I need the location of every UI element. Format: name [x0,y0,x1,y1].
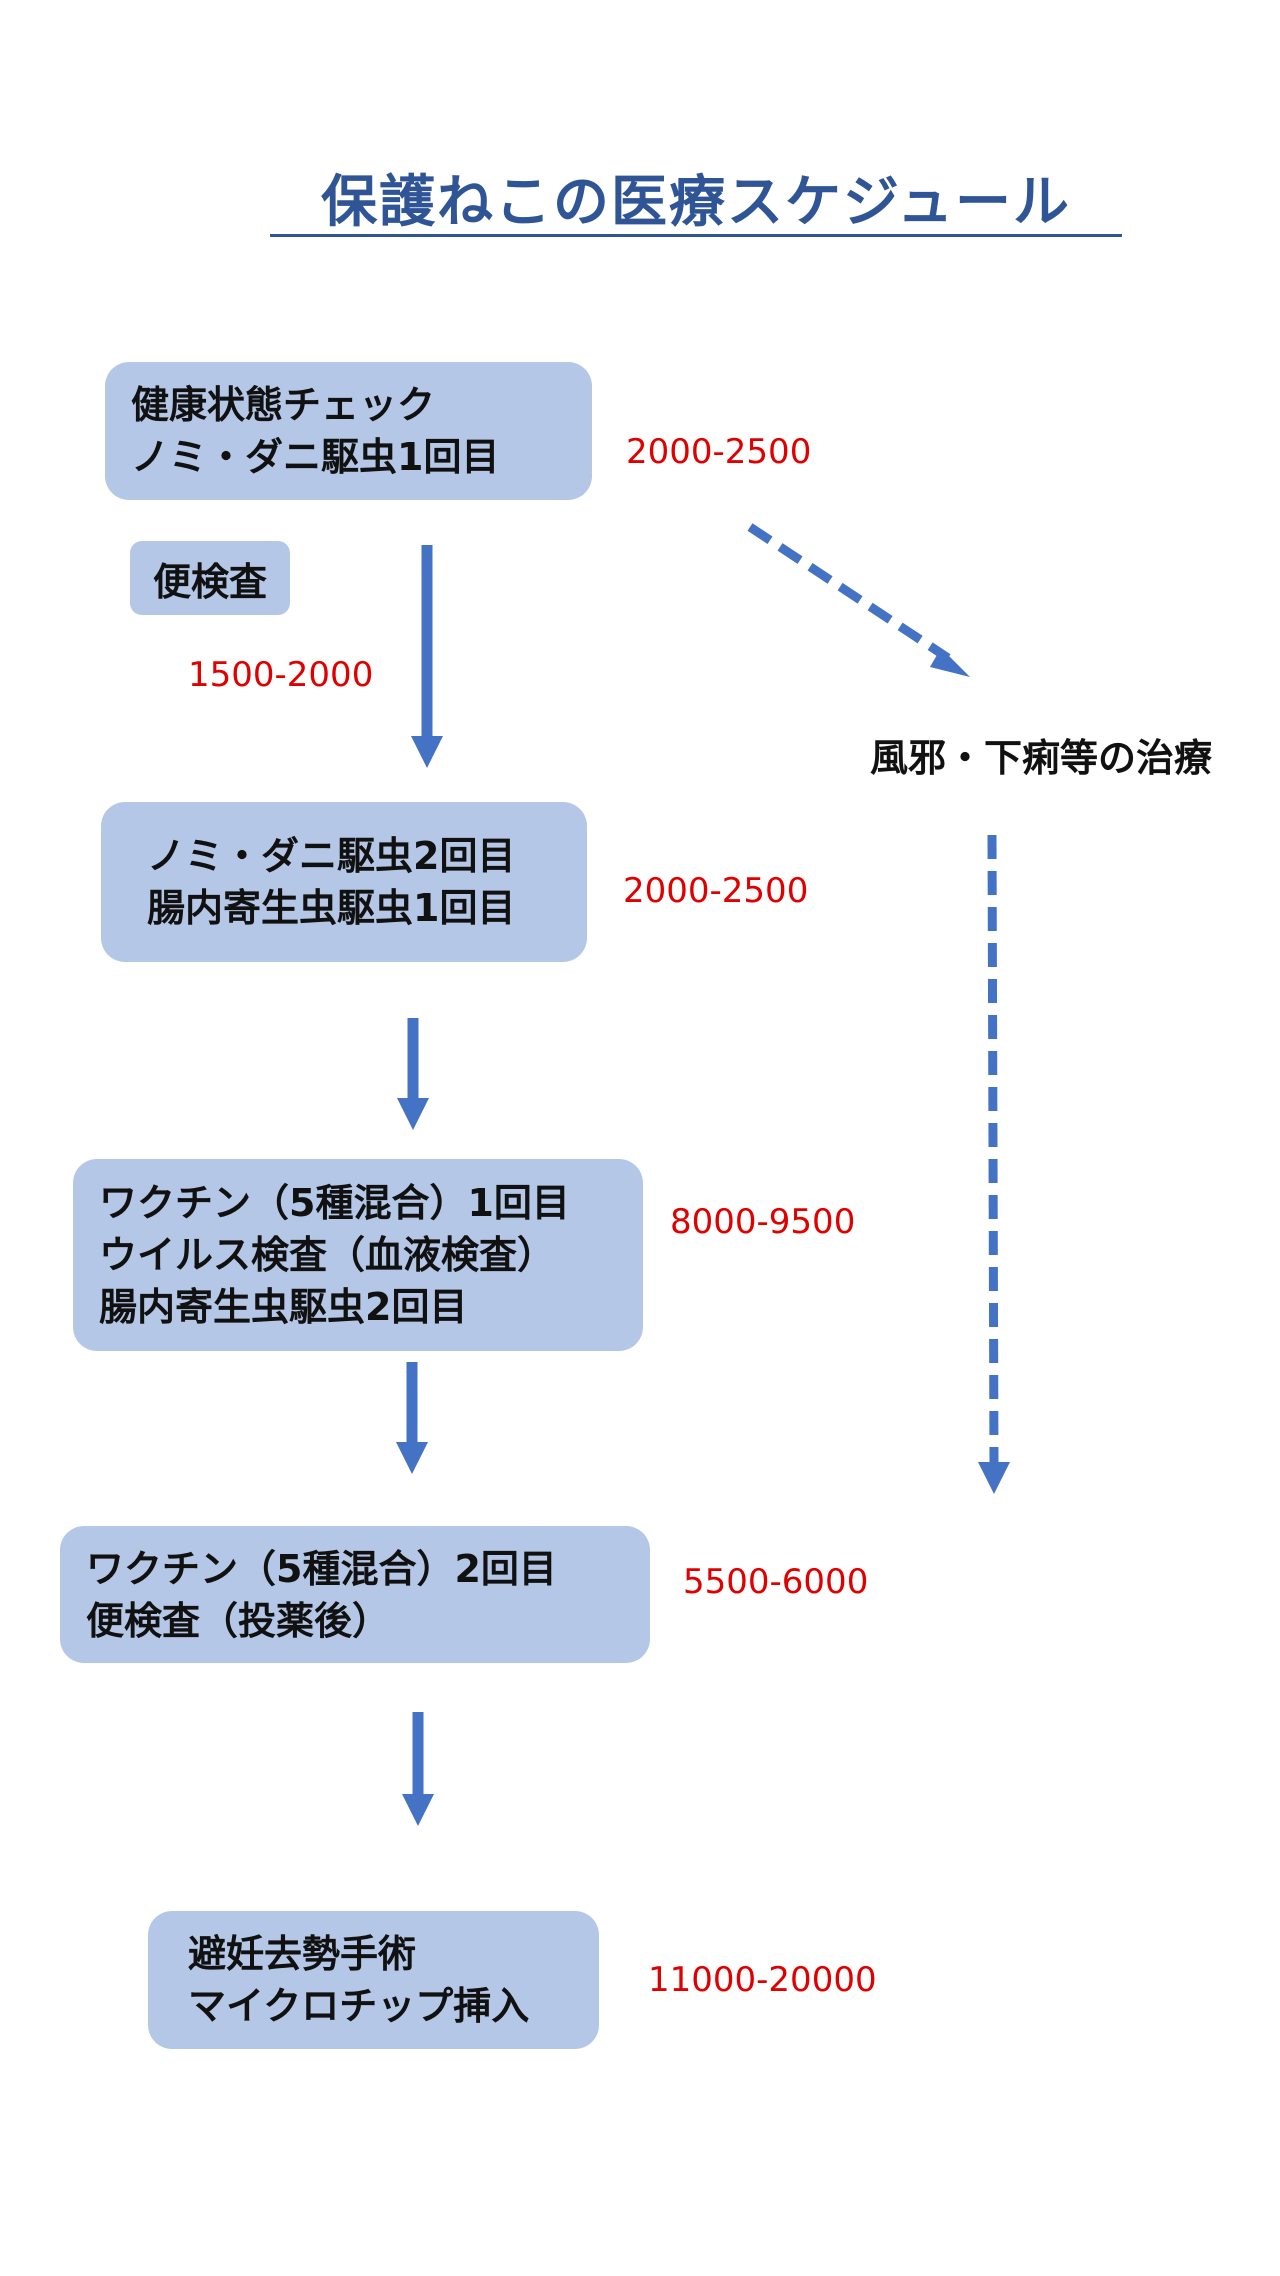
title-underline [270,234,1122,237]
stool-test-cost: 1500-2000 [188,655,374,695]
arrow-step2-to-step3 [397,1018,429,1130]
step-3-line-2: ウイルス検査（血液検査） [99,1233,556,1277]
step-3-line-3: 腸内寄生虫駆虫2回目 [99,1285,468,1329]
step-3-line-1: ワクチン（5種混合）1回目 [99,1181,570,1225]
step-1-line-2: ノミ・ダニ駆虫1回目 [131,435,500,479]
arrow-step1-to-step2 [411,545,443,768]
step-1-box: 健康状態チェック ノミ・ダニ駆虫1回目 [105,362,592,500]
side-treatment-label: 風邪・下痢等の治療 [870,736,1213,780]
step-5-cost: 11000-20000 [648,1960,877,2000]
step-2-cost: 2000-2500 [623,871,809,911]
step-2-line-2: 腸内寄生虫駆虫1回目 [147,886,516,930]
stool-test-tag: 便検査 [130,541,290,615]
step-4-line-2: 便検査（投薬後） [86,1598,391,1643]
step-5-line-2: マイクロチップ挿入 [188,1984,530,2028]
page-title: 保護ねこの医療スケジュール [320,170,1072,235]
arrow-step3-to-step4 [396,1362,428,1474]
step-5-box: 避妊去勢手術 マイクロチップ挿入 [148,1911,599,2049]
step-4-box: ワクチン（5種混合）2回目 便検査（投薬後） [60,1526,650,1663]
arrow-step4-to-step5 [402,1712,434,1826]
step-4-cost: 5500-6000 [683,1562,869,1602]
dashed-arrow-to-treatment [747,523,970,677]
step-3-cost: 8000-9500 [670,1202,856,1242]
step-3-box: ワクチン（5種混合）1回目 ウイルス検査（血液検査） 腸内寄生虫駆虫2回目 [73,1159,643,1351]
step-2-box: ノミ・ダニ駆虫2回目 腸内寄生虫駆虫1回目 [101,802,587,962]
step-1-cost: 2000-2500 [626,432,812,472]
step-5-line-1: 避妊去勢手術 [188,1932,417,1976]
step-4-line-1: ワクチン（5種混合）2回目 [86,1546,557,1591]
step-1-line-1: 健康状態チェック [131,383,436,427]
step-2-line-1: ノミ・ダニ駆虫2回目 [147,834,516,878]
dashed-arrow-treatment-down [978,834,1010,1494]
